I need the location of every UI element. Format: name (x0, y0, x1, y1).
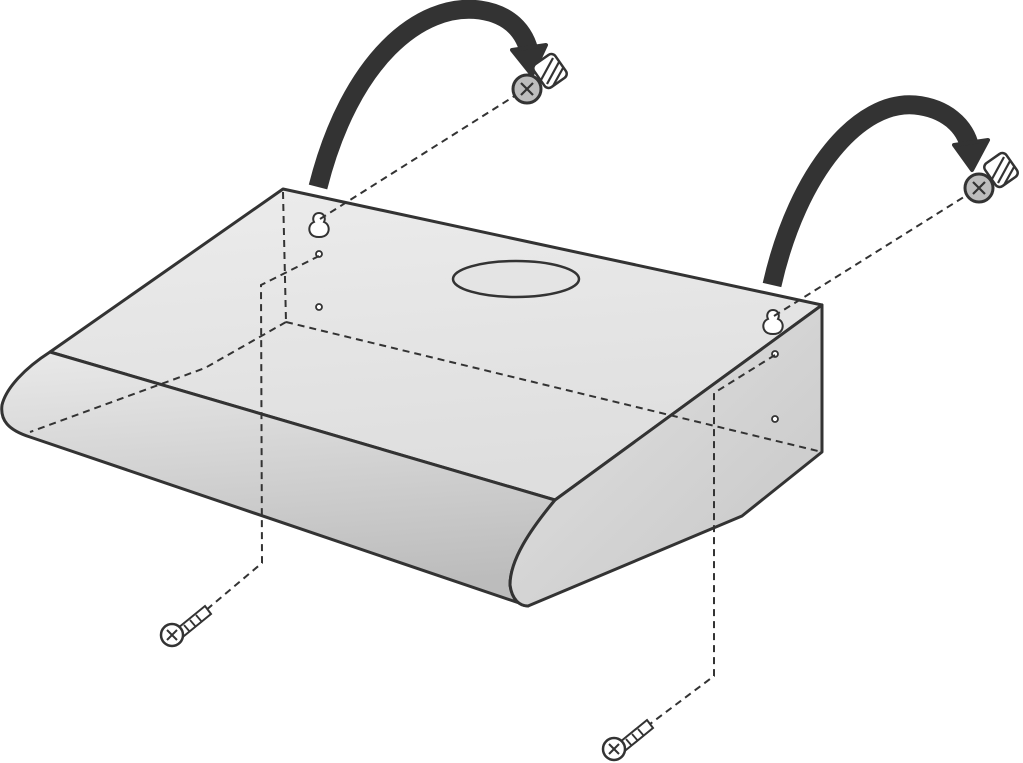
arrow-head-right (952, 138, 990, 172)
wall-screw-top-right (963, 151, 1019, 204)
alignment-lines (179, 89, 976, 746)
hidden-edges (29, 191, 823, 453)
move-arrow-left (308, 0, 548, 190)
move-arrow-right (762, 95, 990, 288)
cabinet-screw-bottom-left (159, 604, 213, 648)
arrow-head-left (510, 43, 548, 77)
line-bottom-left (179, 255, 320, 633)
line-bottom-right (621, 354, 776, 746)
line-top-right (773, 189, 976, 317)
line-top-left (319, 89, 525, 220)
keyhole-slot-right (762, 308, 784, 335)
hood-side-face (508, 303, 824, 608)
range-hood-body (0, 187, 824, 608)
keyhole-slot-left (308, 211, 330, 238)
cabinet-screw-bottom-right (601, 718, 655, 762)
duct-opening (451, 259, 581, 299)
wall-screw-top-left (511, 52, 568, 105)
